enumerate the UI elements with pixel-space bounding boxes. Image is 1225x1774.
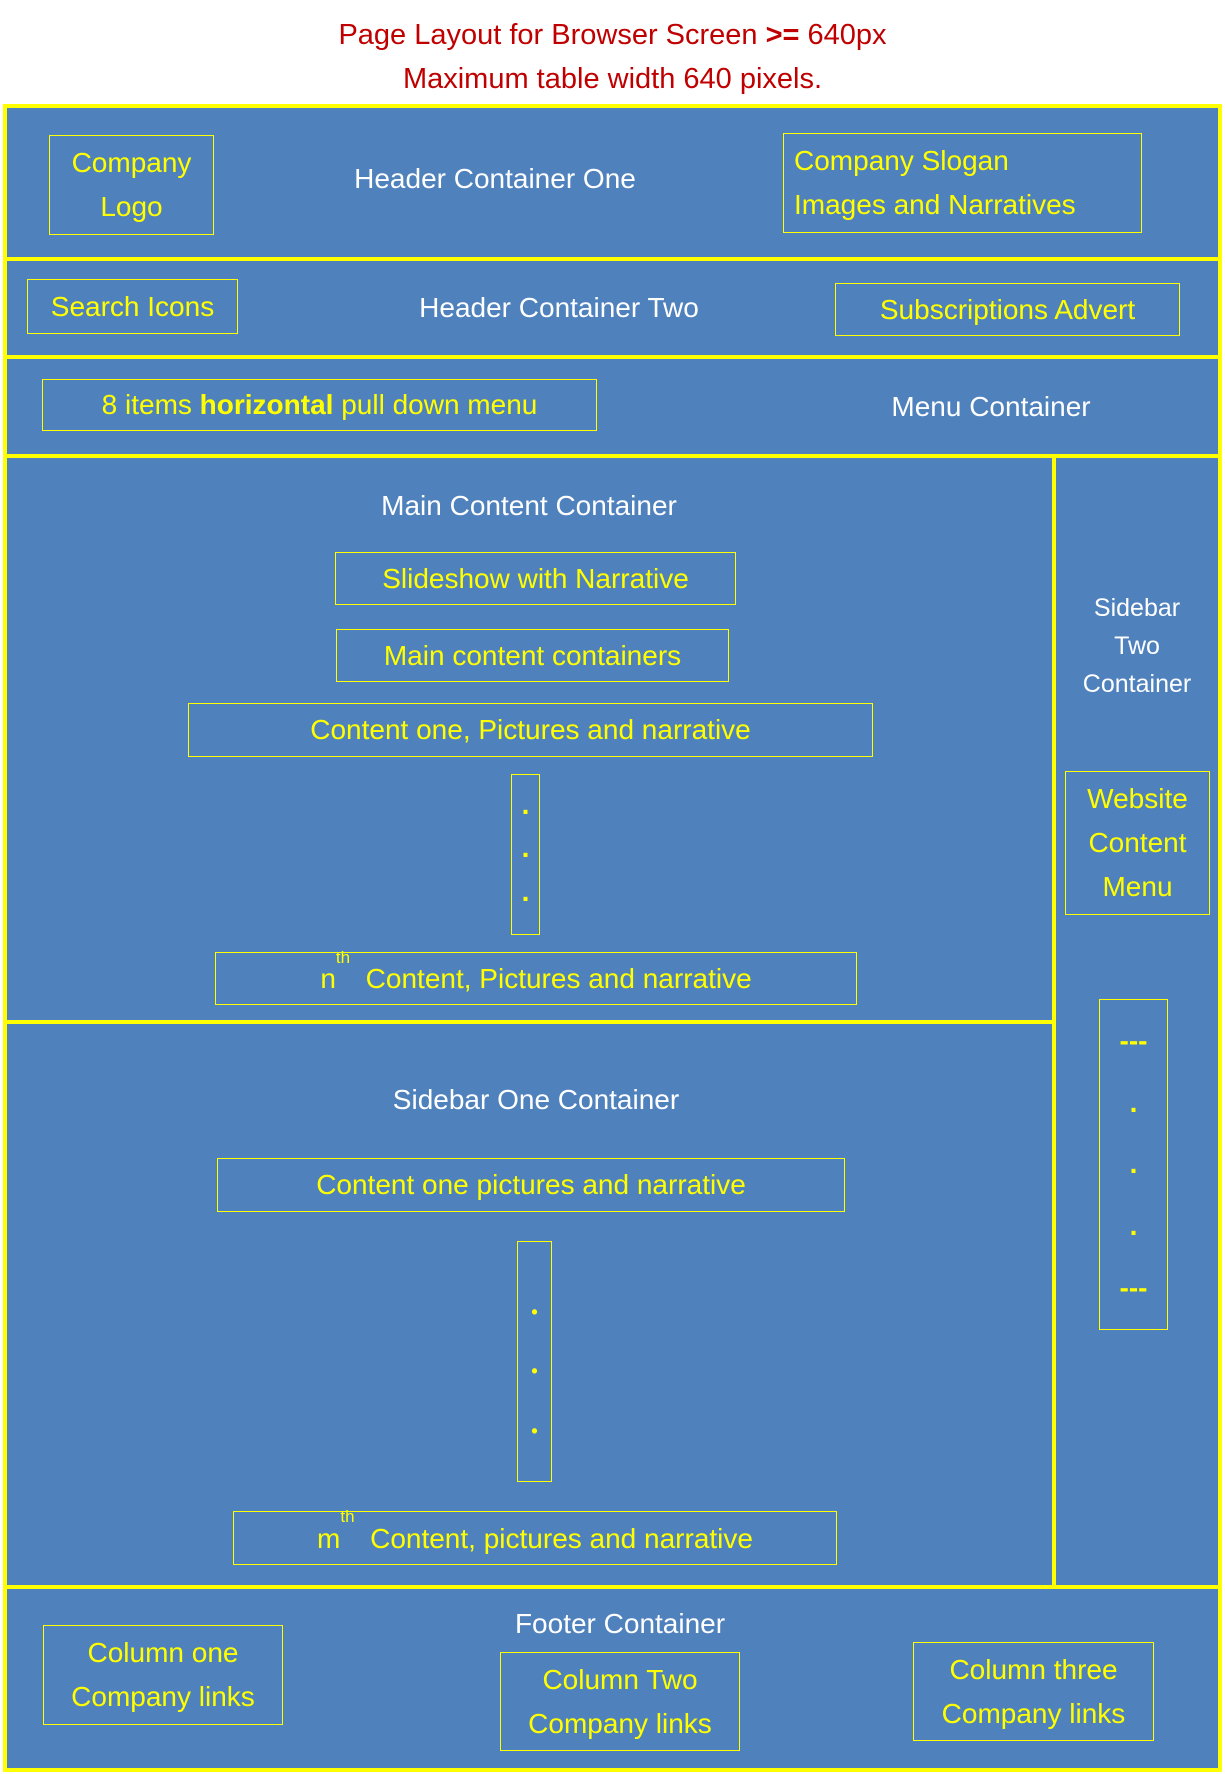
- column-line: Company links: [528, 1707, 712, 1739]
- nth-text: Content, Pictures and narrative: [365, 963, 752, 994]
- logo-line: Logo: [100, 191, 163, 222]
- column-line: Company links: [71, 1681, 255, 1712]
- menu-bold-text: horizontal: [199, 389, 334, 420]
- ellipsis-dot: •: [531, 1301, 538, 1322]
- menu-text: 8 items: [101, 389, 200, 420]
- menu-box-line: Website: [1087, 783, 1188, 814]
- sidebar-one-container: [3, 1020, 1056, 1589]
- column-line: Column one: [87, 1637, 239, 1668]
- main-ellipsis-box: . . .: [511, 774, 540, 935]
- menu-container-label: Menu Container: [891, 391, 1091, 422]
- title-width: 640px: [799, 19, 887, 51]
- diagram-title-line1: Page Layout for Browser Screen >= 640px: [0, 15, 1225, 55]
- ellipsis-dot: .: [1129, 1210, 1138, 1242]
- sidebar-two-label-line: Two: [1114, 632, 1160, 660]
- content-one-box: Content one, Pictures and narrative: [188, 703, 873, 757]
- dash-separator: ---: [1119, 1024, 1148, 1056]
- sidebar-two-label: Sidebar Two Container: [1083, 589, 1191, 703]
- website-content-menu-box: Website Content Menu: [1065, 771, 1210, 915]
- sidebar-two-container: [1050, 454, 1222, 1589]
- dash-separator: ---: [1119, 1272, 1148, 1304]
- mth-superscript: th: [340, 1507, 355, 1526]
- slideshow-box: Slideshow with Narrative: [335, 552, 736, 605]
- column-line: Company links: [941, 1697, 1126, 1729]
- diagram-title-line2: Maximum table width 640 pixels.: [402, 63, 823, 95]
- main-content-container: [3, 454, 1056, 1024]
- nth-content-box: nth Content, Pictures and narrative: [215, 949, 857, 1005]
- menu-text: pull down menu: [333, 389, 538, 420]
- main-content-label: Main Content Container: [381, 490, 677, 521]
- ellipsis-dot: .: [521, 788, 530, 820]
- main-content-containers-box: Main content containers: [336, 629, 729, 682]
- ellipsis-dot: •: [531, 1361, 538, 1382]
- slogan-line: Company Slogan: [794, 145, 1009, 176]
- header-one-label: Header Container One: [354, 163, 636, 194]
- column-line: Column Two: [542, 1663, 698, 1695]
- menu-box-line: Menu: [1102, 871, 1173, 902]
- ellipsis-dot: .: [1129, 1086, 1138, 1118]
- mth-text: Content, pictures and narrative: [370, 1523, 753, 1554]
- nth-base: n: [320, 963, 336, 994]
- ellipsis-dot: .: [521, 832, 530, 864]
- header-container-two: [3, 257, 1222, 359]
- column-line: Column three: [949, 1653, 1118, 1685]
- ellipsis-dot: .: [1129, 1148, 1138, 1180]
- sidebar-one-ellipsis-box: • • •: [517, 1241, 552, 1482]
- mth-base: m: [317, 1523, 341, 1554]
- search-icons-box: Search Icons: [27, 279, 238, 334]
- footer-label: Footer Container: [514, 1608, 726, 1639]
- sidebar-two-label-line: Sidebar: [1093, 594, 1181, 622]
- mth-content-box: mth Content, pictures and narrative: [233, 1508, 837, 1565]
- logo-line: Company: [71, 147, 192, 178]
- sidebar-two-list-box: --- . . . ---: [1099, 999, 1168, 1330]
- sidebar-two-label-line: Container: [1082, 670, 1192, 698]
- nth-superscript: th: [335, 948, 351, 967]
- ellipsis-dot: •: [531, 1421, 538, 1442]
- horizontal-menu-box: 8 items horizontal pull down menu: [42, 379, 597, 431]
- title-text: Page Layout for Browser Screen: [338, 19, 766, 51]
- sidebar-one-content-one-box: Content one pictures and narrative: [217, 1158, 845, 1212]
- slogan-line: Images and Narratives: [794, 189, 1076, 220]
- header-two-label: Header Container Two: [419, 292, 699, 323]
- ellipsis-dot: .: [521, 876, 530, 908]
- subscriptions-advert-box: Subscriptions Advert: [835, 283, 1180, 336]
- sidebar-one-label: Sidebar One Container: [392, 1084, 680, 1115]
- menu-box-line: Content: [1088, 827, 1187, 858]
- title-operator: >=: [765, 19, 800, 51]
